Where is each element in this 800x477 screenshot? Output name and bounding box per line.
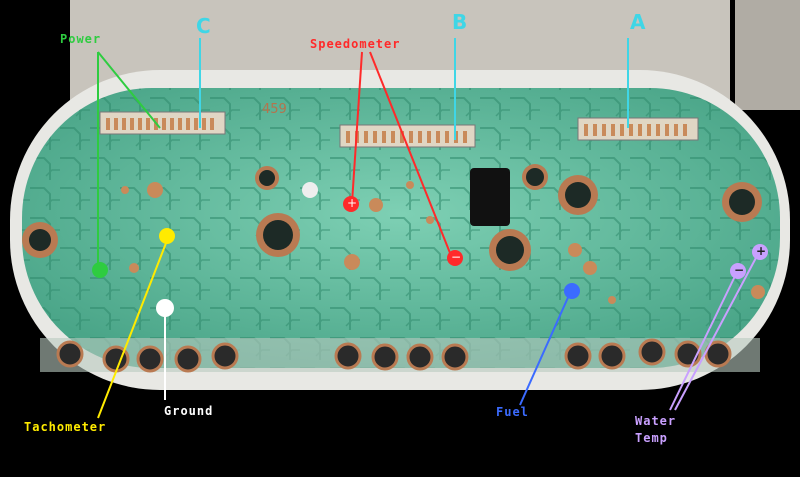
lamp-socket-row [40, 338, 760, 373]
speedometer-label: Speedometer [310, 37, 401, 51]
gauge-sockets [22, 164, 762, 271]
connector-b-label: B [452, 10, 468, 34]
speedometer-minus-marker [447, 250, 463, 266]
connector-c-label: C [196, 14, 211, 38]
speedometer-plus-marker [343, 196, 359, 212]
connector-c [99, 111, 226, 135]
power-label: Power [60, 32, 102, 46]
solder-pads [121, 181, 765, 304]
fuel-pin-marker [564, 283, 580, 299]
fuel-label: Fuel [496, 405, 529, 419]
speedometer-plus-glyph: + [347, 196, 358, 210]
connector-a-label: A [630, 10, 646, 34]
power-pin-marker [92, 262, 108, 278]
ground-pin-marker [156, 299, 174, 317]
annotation-lines [97, 38, 759, 419]
water-temp-label-line1: Water [635, 414, 677, 428]
tachometer-pin-marker [159, 228, 175, 244]
water-temp-label-line2: Temp [635, 431, 668, 445]
water-temp-minus-glyph: − [734, 263, 745, 277]
part-number: 459 [262, 102, 287, 117]
connector-b [339, 124, 476, 148]
connector-a [577, 117, 699, 141]
water-temp-plus-marker [752, 244, 768, 260]
tachometer-label: Tachometer [24, 420, 107, 434]
water-temp-minus-marker [730, 263, 746, 279]
ground-label: Ground [164, 404, 214, 418]
speedometer-minus-glyph: − [451, 250, 462, 264]
water-temp-plus-glyph: + [756, 244, 767, 258]
